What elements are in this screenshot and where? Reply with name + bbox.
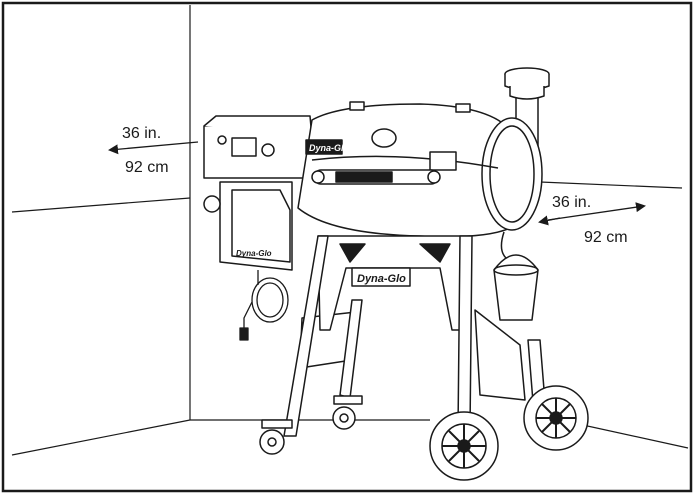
pellet-grill: Dyna-Glo Dyna-G	[203, 67, 589, 481]
front-left-leg	[283, 235, 329, 437]
cord-coil-inner	[256, 282, 284, 318]
frame-cutout-left	[339, 243, 366, 263]
right-clearance: 36 in. 92 cm	[538, 194, 646, 246]
wheel-spokes	[442, 424, 486, 468]
hopper-door	[231, 189, 291, 263]
lid-badge-plate	[429, 151, 457, 171]
caster-rear	[332, 395, 363, 430]
right-clearance-arrow-out	[547, 202, 646, 221]
bucket-handle	[493, 254, 539, 271]
control-display	[231, 137, 257, 157]
barrel-end-cap	[481, 117, 543, 231]
cord-coil-outer	[251, 277, 289, 323]
left-clearance: 36 in. 92 cm	[108, 125, 199, 176]
bucket-body	[493, 269, 539, 321]
rear-wheel	[523, 385, 589, 451]
right-clearance-arrow-in	[538, 215, 561, 226]
temperature-dial	[261, 143, 275, 157]
grease-spout	[500, 231, 507, 259]
rear-right-brace	[474, 309, 526, 401]
right-clearance-imperial: 36 in.	[552, 194, 591, 211]
lid-seam	[311, 155, 499, 169]
lid-logo-badge	[305, 139, 343, 155]
left-clearance-imperial: 36 in.	[122, 125, 161, 142]
right-wall-line	[539, 181, 683, 189]
caster-hub	[267, 437, 277, 447]
hopper-knob	[203, 195, 221, 213]
front-legs	[283, 235, 546, 437]
frame-logo: Dyna-Glo	[357, 273, 406, 285]
front-wheel	[429, 411, 499, 481]
lid-thermometer	[371, 128, 397, 148]
frame-logo-plate	[351, 267, 411, 287]
barrel-end-ring	[489, 125, 535, 223]
left-wall-line	[11, 197, 191, 213]
handle-mount-right	[427, 170, 441, 184]
bucket-rim	[493, 264, 539, 276]
handle-grip	[335, 171, 393, 183]
caster-plate	[261, 419, 293, 429]
left-clearance-arrow	[108, 141, 199, 155]
frame-cutout-right	[419, 243, 451, 263]
grill-barrel: Dyna-Glo	[297, 101, 543, 238]
lid-hinge-left	[349, 101, 365, 111]
hopper-logo: Dyna-Glo	[236, 249, 272, 258]
caster-plate	[333, 395, 363, 405]
right-clearance-metric: 92 cm	[584, 229, 628, 246]
left-clearance-metric: 92 cm	[125, 159, 169, 176]
caster-hub	[339, 413, 349, 423]
pellet-hopper: Dyna-Glo	[203, 115, 313, 271]
left-floor-line	[11, 419, 191, 456]
front-right-leg	[457, 235, 473, 431]
front-frame: Dyna-Glo	[317, 235, 471, 331]
cord-plug	[239, 327, 249, 341]
lid-hinge-right	[455, 103, 471, 113]
lid-logo: Dyna-Glo	[309, 143, 350, 153]
power-button	[217, 135, 227, 145]
chimney-collar	[509, 86, 545, 100]
grease-bucket	[493, 231, 539, 321]
handle-mount-left	[311, 170, 325, 184]
wheel-spokes	[536, 398, 576, 438]
power-cord	[239, 270, 289, 341]
caster-left	[259, 419, 293, 455]
